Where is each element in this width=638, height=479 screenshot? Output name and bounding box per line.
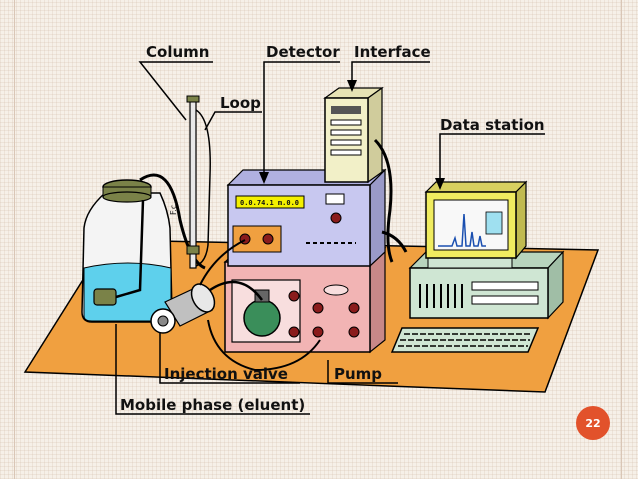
detector-display: 0.0.74.1 m.0.0 — [240, 199, 299, 207]
label-data-station: Data station — [440, 116, 545, 134]
injection-valve — [150, 283, 216, 334]
label-detector: Detector — [266, 43, 340, 61]
label-mobile-phase: Mobile phase (eluent) — [120, 396, 305, 414]
label-pump: Pump — [334, 365, 382, 383]
label-interface: Interface — [354, 43, 431, 61]
slide-number-badge: 22 — [576, 406, 610, 440]
label-injection-valve: Injection valve — [164, 365, 288, 383]
right-border-line — [621, 0, 622, 479]
column-mark: F.c. — [169, 202, 178, 215]
detector-unit: 0.0.74.1 m.0.0 — [226, 168, 387, 268]
keyboard — [390, 327, 540, 353]
left-border-line — [14, 0, 15, 479]
interface-unit — [323, 86, 384, 184]
monitor — [424, 180, 528, 269]
leader-lines — [115, 61, 545, 415]
label-column: Column — [146, 43, 209, 61]
label-loop: Loop — [220, 94, 261, 112]
eluent-bottle — [81, 179, 173, 323]
column-tube: F.c. — [169, 95, 200, 269]
